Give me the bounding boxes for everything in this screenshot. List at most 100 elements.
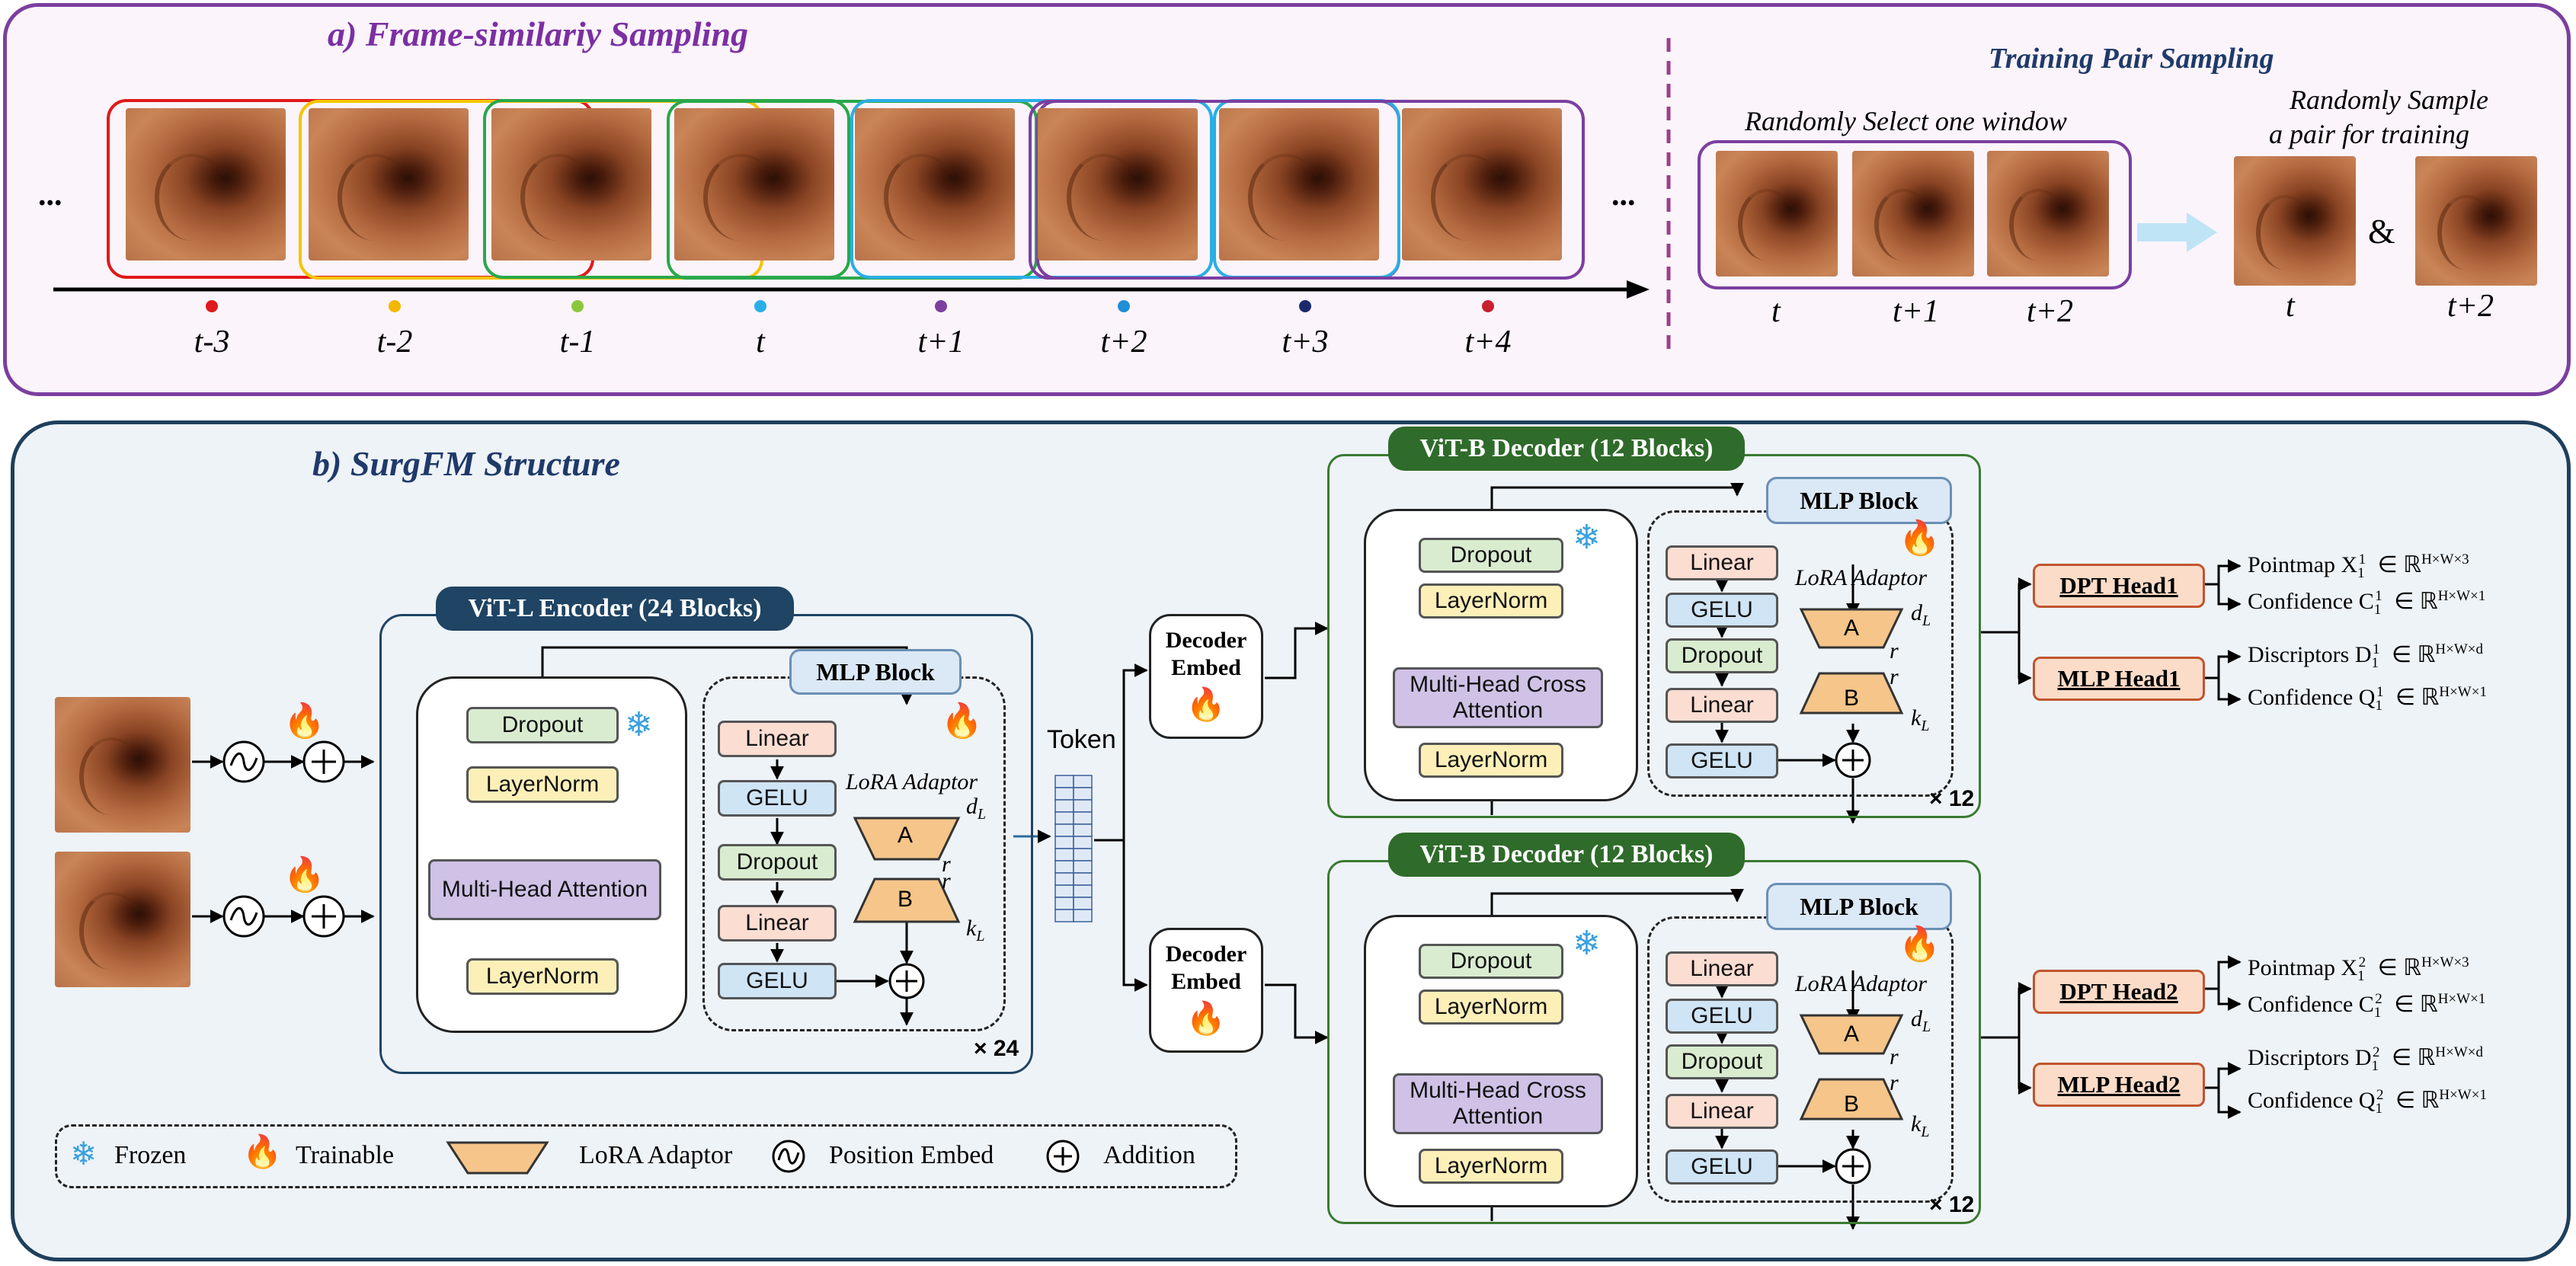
window-frame-t bbox=[1716, 151, 1838, 277]
mlp-head: MLP Head2 bbox=[2033, 1063, 2205, 1107]
decoder-gelu-2: GELU bbox=[1666, 743, 1778, 778]
sequence-frame bbox=[491, 108, 651, 261]
token-cell bbox=[1073, 799, 1093, 813]
confidence-c-output: Confidence C12 ∈ ℝH×W×1 bbox=[2248, 991, 2486, 1021]
flame-icon: 🔥 bbox=[1186, 1002, 1227, 1037]
timestep-dot bbox=[1482, 300, 1494, 312]
flame-icon: 🔥 bbox=[283, 702, 325, 740]
confidence-q-output: Confidence Q12 ∈ ℝH×W×1 bbox=[2248, 1087, 2487, 1117]
pair-label-t2: t+2 bbox=[2447, 289, 2494, 324]
decoder-r-label: r bbox=[1890, 1044, 1899, 1069]
timestep-dot bbox=[935, 300, 947, 312]
sampling-window bbox=[850, 99, 1213, 279]
decoder-repeat: × 12 bbox=[1929, 786, 1975, 811]
window-label-t2: t+2 bbox=[2027, 294, 2074, 329]
token-cell bbox=[1073, 811, 1093, 825]
token-cell bbox=[1054, 884, 1074, 898]
sampling-window bbox=[483, 99, 850, 279]
token-cell bbox=[1073, 884, 1093, 898]
flame-icon: 🔥 bbox=[941, 702, 983, 740]
sequence-frame bbox=[855, 108, 1015, 261]
decoder-dropout: Dropout bbox=[1419, 944, 1563, 979]
snowflake-icon: ❄ bbox=[70, 1137, 98, 1172]
panel-a-divider bbox=[1666, 38, 1671, 358]
decoder-linear-1: Linear bbox=[1666, 951, 1778, 986]
decoder-r-label: r bbox=[1890, 638, 1899, 663]
encoder-gelu-1: GELU bbox=[718, 780, 837, 817]
encoder-lora-b: B bbox=[898, 887, 914, 912]
flame-icon: 🔥 bbox=[283, 856, 325, 894]
timestep-dot bbox=[1299, 300, 1311, 312]
flame-icon: 🔥 bbox=[1899, 520, 1941, 557]
decoder-r-label: r bbox=[1890, 1070, 1899, 1095]
panel-b-title: b) SurgFM Structure bbox=[312, 444, 620, 483]
descriptors-output: Discriptors D12 ∈ ℝH×W×d bbox=[2248, 1044, 2483, 1074]
token-cell bbox=[1073, 860, 1093, 874]
left-ellipsis: ... bbox=[38, 177, 62, 213]
decoder-layernorm-2: LayerNorm bbox=[1419, 1149, 1563, 1184]
legend-lora: LoRA Adaptor bbox=[579, 1141, 733, 1169]
sequence-frame bbox=[126, 108, 286, 261]
token-cell bbox=[1073, 823, 1093, 837]
token-cell bbox=[1054, 799, 1074, 813]
encoder-kl-label: kL bbox=[966, 916, 985, 945]
token-cell bbox=[1054, 897, 1074, 910]
encoder-header: ViT-L Encoder (24 Blocks) bbox=[436, 587, 794, 631]
sequence-frame bbox=[1219, 108, 1379, 261]
timestep-label: t-1 bbox=[559, 324, 596, 360]
input-frame-1 bbox=[55, 697, 190, 833]
timestep-label: t-3 bbox=[194, 324, 230, 360]
decoder-dropout: Dropout bbox=[1419, 538, 1563, 573]
decoder-lora-b: B bbox=[1844, 686, 1860, 711]
decoder-dl-label: dL bbox=[1911, 600, 1931, 629]
token-label: Token bbox=[1047, 725, 1116, 754]
sample-pair-label-2: a pair for training bbox=[2269, 119, 2470, 149]
legend-position-embed: Position Embed bbox=[829, 1141, 994, 1169]
decoder-mlp-block-label: MLP Block bbox=[1766, 477, 1952, 524]
token-cell bbox=[1054, 860, 1074, 874]
encoder-layernorm-1: LayerNorm bbox=[466, 766, 619, 803]
decoder-layernorm-2: LayerNorm bbox=[1419, 743, 1563, 778]
timestep-dot bbox=[754, 300, 766, 312]
encoder-dropout-2: Dropout bbox=[718, 844, 837, 881]
encoder-lora-a: A bbox=[898, 823, 914, 848]
confidence-q-output: Confidence Q11 ∈ ℝH×W×1 bbox=[2248, 684, 2487, 714]
timestep-dot bbox=[206, 300, 218, 312]
sequence-frame bbox=[1402, 108, 1562, 261]
decoder-embed-1: Decoder Embed🔥 bbox=[1149, 614, 1263, 739]
flame-icon: 🔥 bbox=[1899, 926, 1941, 963]
encoder-mlp-block-label: MLP Block bbox=[789, 649, 962, 695]
timestep-dot bbox=[389, 300, 401, 312]
flame-icon: 🔥 bbox=[1186, 688, 1227, 723]
token-cell bbox=[1073, 787, 1093, 801]
timestep-dot bbox=[1118, 300, 1130, 312]
encoder-dropout: Dropout bbox=[466, 707, 619, 743]
encoder-dl-label: dL bbox=[966, 794, 987, 823]
decoder-embed-2: Decoder Embed🔥 bbox=[1149, 928, 1263, 1053]
timestep-label: t+3 bbox=[1282, 324, 1329, 360]
legend bbox=[55, 1124, 1237, 1188]
token-cell bbox=[1054, 909, 1074, 922]
timeline-arrow bbox=[53, 280, 1650, 299]
encoder-repeat: × 24 bbox=[974, 1036, 1019, 1061]
pair-label-t: t bbox=[2286, 289, 2295, 324]
sequence-frame bbox=[309, 108, 469, 261]
decoder-layernorm-1: LayerNorm bbox=[1419, 989, 1563, 1025]
legend-addition: Addition bbox=[1103, 1141, 1195, 1169]
decoder-cross-attention: Multi-Head Cross Attention bbox=[1393, 667, 1603, 728]
window-frame-t2 bbox=[1987, 151, 2109, 277]
right-ellipsis: ... bbox=[1611, 177, 1636, 213]
decoder-gelu-1: GELU bbox=[1666, 593, 1778, 628]
decoder-lora-b: B bbox=[1844, 1092, 1860, 1117]
decoder-lora-label: LoRA Adaptor bbox=[1795, 565, 1928, 590]
decoder-gelu-2: GELU bbox=[1666, 1149, 1778, 1184]
encoder-layernorm-2: LayerNorm bbox=[466, 958, 619, 995]
token-cell bbox=[1054, 836, 1074, 849]
dpt-head: DPT Head1 bbox=[2033, 564, 2205, 608]
decoder-kl-label: kL bbox=[1911, 1111, 1930, 1140]
pair-sampling-arrow bbox=[2137, 213, 2217, 252]
timestep-label: t+2 bbox=[1100, 324, 1147, 360]
timestep-dot bbox=[571, 300, 584, 312]
encoder-gelu-2: GELU bbox=[718, 963, 837, 999]
dpt-head: DPT Head2 bbox=[2033, 970, 2205, 1014]
